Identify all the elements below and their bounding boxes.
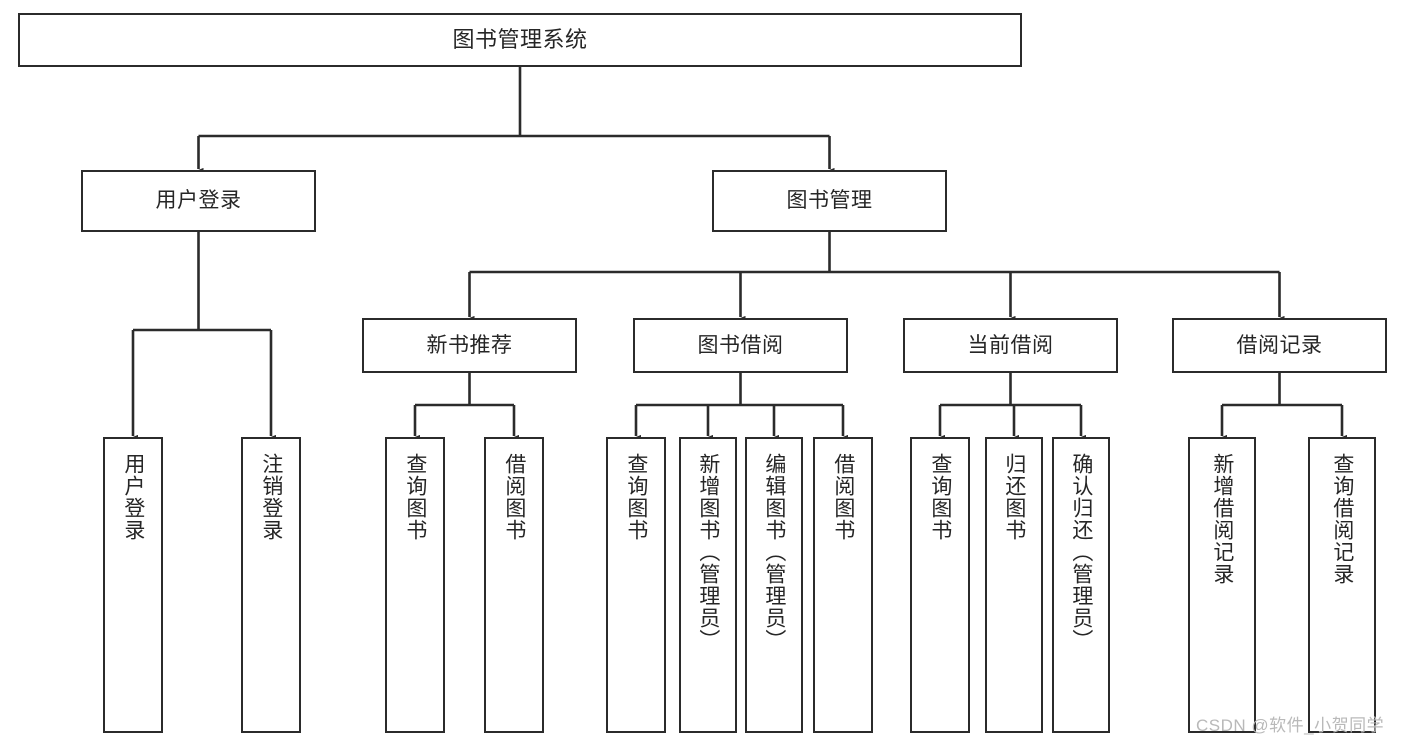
csdn-watermark: CSDN @软件_小贺同学 — [1196, 716, 1385, 735]
node-label-leaf-borrow-2: 借阅图书 — [831, 453, 855, 541]
node-book-borrow[interactable]: 图书借阅 — [633, 318, 848, 373]
node-borrow-record[interactable]: 借阅记录 — [1172, 318, 1387, 373]
node-leaf-add-record[interactable]: 新增借阅记录 — [1188, 437, 1256, 733]
node-user-login[interactable]: 用户登录 — [81, 170, 316, 232]
node-leaf-logout[interactable]: 注销登录 — [241, 437, 301, 733]
node-label-leaf-qry-record: 查询借阅记录 — [1330, 453, 1354, 585]
node-root[interactable]: 图书管理系统 — [18, 13, 1022, 67]
node-leaf-return[interactable]: 归还图书 — [985, 437, 1043, 733]
node-label-book-borrow: 图书借阅 — [697, 333, 784, 357]
node-book-mgmt[interactable]: 图书管理 — [712, 170, 947, 232]
node-leaf-query-1[interactable]: 查询图书 — [385, 437, 445, 733]
node-label-leaf-logout: 注销登录 — [259, 453, 283, 541]
node-label-leaf-edit-book: 编辑图书（管理员） — [762, 453, 786, 651]
node-label-root: 图书管理系统 — [452, 26, 588, 52]
node-leaf-query-3[interactable]: 查询图书 — [910, 437, 970, 733]
node-new-book-rec[interactable]: 新书推荐 — [362, 318, 577, 373]
node-label-new-book-rec: 新书推荐 — [426, 333, 513, 357]
node-leaf-confirm[interactable]: 确认归还（管理员） — [1052, 437, 1110, 733]
node-label-leaf-user-login: 用户登录 — [121, 453, 145, 541]
node-leaf-edit-book[interactable]: 编辑图书（管理员） — [745, 437, 803, 733]
node-label-leaf-borrow-1: 借阅图书 — [502, 453, 526, 541]
node-label-current-borrow: 当前借阅 — [967, 333, 1054, 357]
node-leaf-query-2[interactable]: 查询图书 — [606, 437, 666, 733]
node-label-leaf-query-1: 查询图书 — [403, 453, 427, 541]
node-leaf-user-login[interactable]: 用户登录 — [103, 437, 163, 733]
node-current-borrow[interactable]: 当前借阅 — [903, 318, 1118, 373]
node-label-book-mgmt: 图书管理 — [786, 189, 873, 213]
node-label-user-login: 用户登录 — [155, 189, 242, 213]
node-label-leaf-add-record: 新增借阅记录 — [1210, 453, 1234, 585]
node-label-leaf-add-book: 新增图书（管理员） — [696, 453, 720, 651]
node-label-leaf-confirm: 确认归还（管理员） — [1069, 453, 1093, 651]
node-label-leaf-query-3: 查询图书 — [928, 453, 952, 541]
node-leaf-add-book[interactable]: 新增图书（管理员） — [679, 437, 737, 733]
node-label-leaf-query-2: 查询图书 — [624, 453, 648, 541]
node-leaf-borrow-1[interactable]: 借阅图书 — [484, 437, 544, 733]
node-leaf-borrow-2[interactable]: 借阅图书 — [813, 437, 873, 733]
node-label-leaf-return: 归还图书 — [1002, 453, 1026, 541]
node-label-borrow-record: 借阅记录 — [1236, 333, 1323, 357]
node-leaf-qry-record[interactable]: 查询借阅记录 — [1308, 437, 1376, 733]
